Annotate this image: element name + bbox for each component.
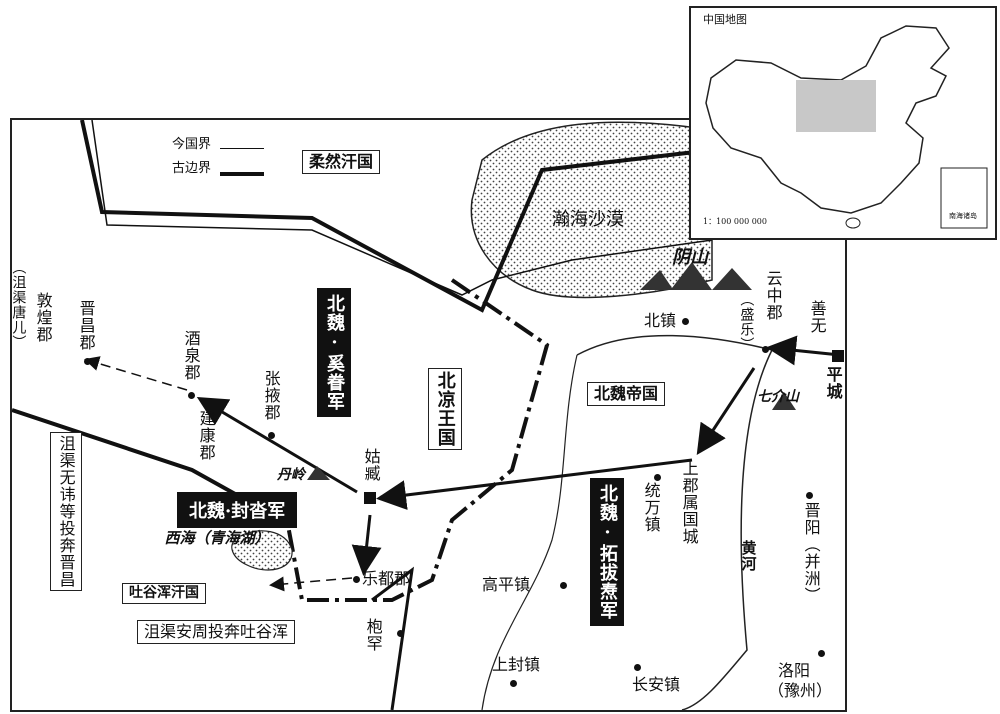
dot-jiuquan <box>188 392 195 399</box>
inset-title: 中国地图 <box>703 13 747 26</box>
label-yellow-river: 黄河 <box>739 540 758 572</box>
inset-scale: 1：100 000 000 <box>703 217 767 226</box>
label-qijie: 七介山 <box>757 389 799 405</box>
label-luoyang: 洛阳 <box>778 661 811 680</box>
route-tuoba-1 <box>766 335 841 366</box>
region-tuyuhun: 吐谷浑汗国 <box>122 583 206 605</box>
label-jinyang: 晋阳（并洲） <box>801 502 821 604</box>
label-shanwu: 善无 <box>807 300 827 334</box>
label-tongwan: 统万镇 <box>641 482 661 533</box>
dot-baohan <box>397 630 404 637</box>
route-wuhui <box>84 356 188 391</box>
army-tuoba: 北魏·拓拔焘军 <box>590 478 624 626</box>
label-shangfeng: 上封镇 <box>492 655 541 674</box>
label-jiuquan: 酒泉郡 <box>181 330 201 381</box>
ancient-border-north <box>80 120 713 313</box>
label-zhangye: 张掖郡 <box>261 370 281 421</box>
label-pingcheng: 平城 <box>823 366 843 400</box>
label-juqu-tanger: （沮渠唐儿） <box>10 260 27 350</box>
dot-tongwan <box>654 474 661 481</box>
region-desert: 瀚海沙漠 <box>552 209 624 230</box>
label-yinshan: 阴山 <box>672 247 708 268</box>
region-beiliang: 北凉王国 <box>428 368 462 450</box>
region-rouran: 柔然汗国 <box>302 150 381 174</box>
beiliang-boundary <box>285 278 550 602</box>
legend-modern-label: 今国界 <box>172 137 212 152</box>
dot-zhangye <box>268 432 275 439</box>
modern-border <box>91 120 713 296</box>
label-yunzhong: 云中郡 <box>763 270 783 321</box>
dot-beizhen <box>682 318 689 325</box>
dot-jinyang <box>806 492 813 499</box>
label-beizhen: 北镇 <box>644 311 677 330</box>
label-lake: 西海（青海湖） <box>164 529 270 547</box>
route-xijuan <box>196 396 358 494</box>
yinshan-mountains <box>640 262 752 290</box>
note-juqu-anzhou: 沮渠安周投奔吐谷浑 <box>137 620 296 644</box>
note-juqu-wuhui: 沮渠无讳等投奔晋昌 <box>50 432 82 591</box>
label-jiankang: 建康郡 <box>196 410 216 461</box>
army-fengtan: 北魏·封沓军 <box>177 492 298 528</box>
label-shangjun: 上郡属国城 <box>679 460 699 545</box>
dot-gaoping <box>560 582 567 589</box>
route-fengtan <box>351 514 382 576</box>
legend-modern-line <box>220 148 264 149</box>
dot-ledu <box>353 576 360 583</box>
route-tuoba-2 <box>696 367 756 456</box>
desert-area <box>470 121 713 299</box>
label-dunhuang: 敦煌郡 <box>33 292 53 343</box>
dot-luoyang <box>818 650 825 657</box>
inset-outline <box>705 25 988 229</box>
label-yuzhou: （豫州） <box>768 681 833 700</box>
dot-yunzhong <box>762 346 769 353</box>
label-jinchang: 晋昌郡 <box>76 300 96 351</box>
dot-changan <box>634 664 641 671</box>
pingcheng-marker <box>832 350 844 362</box>
inset-south-sea: 南海诸岛 <box>949 212 977 220</box>
label-guzang: 姑臧 <box>361 448 381 482</box>
label-shengle: （盛乐） <box>738 292 755 352</box>
label-changan: 长安镇 <box>632 675 681 694</box>
legend-ancient-label: 古边界 <box>172 161 212 176</box>
route-tuoba-3 <box>376 458 693 510</box>
label-danling: 丹岭 <box>277 467 305 483</box>
yellow-river <box>576 334 774 710</box>
label-baohan: 枹罕 <box>363 618 383 652</box>
guzang-marker <box>364 492 376 504</box>
army-xijuan: 北魏·奚眷军 <box>317 288 351 417</box>
dot-shangfeng <box>510 680 517 687</box>
label-gaoping: 高平镇 <box>482 575 531 594</box>
route-anzhou <box>269 576 353 592</box>
dot-jinchang <box>84 358 91 365</box>
legend-ancient-line <box>220 172 264 176</box>
inset-china-map: 中国地图 1：100 000 000 南海诸岛 <box>689 6 997 240</box>
region-northern-wei: 北魏帝国 <box>587 382 666 406</box>
label-ledu: 乐都郡 <box>362 569 411 588</box>
lake-qinghai <box>231 530 293 571</box>
